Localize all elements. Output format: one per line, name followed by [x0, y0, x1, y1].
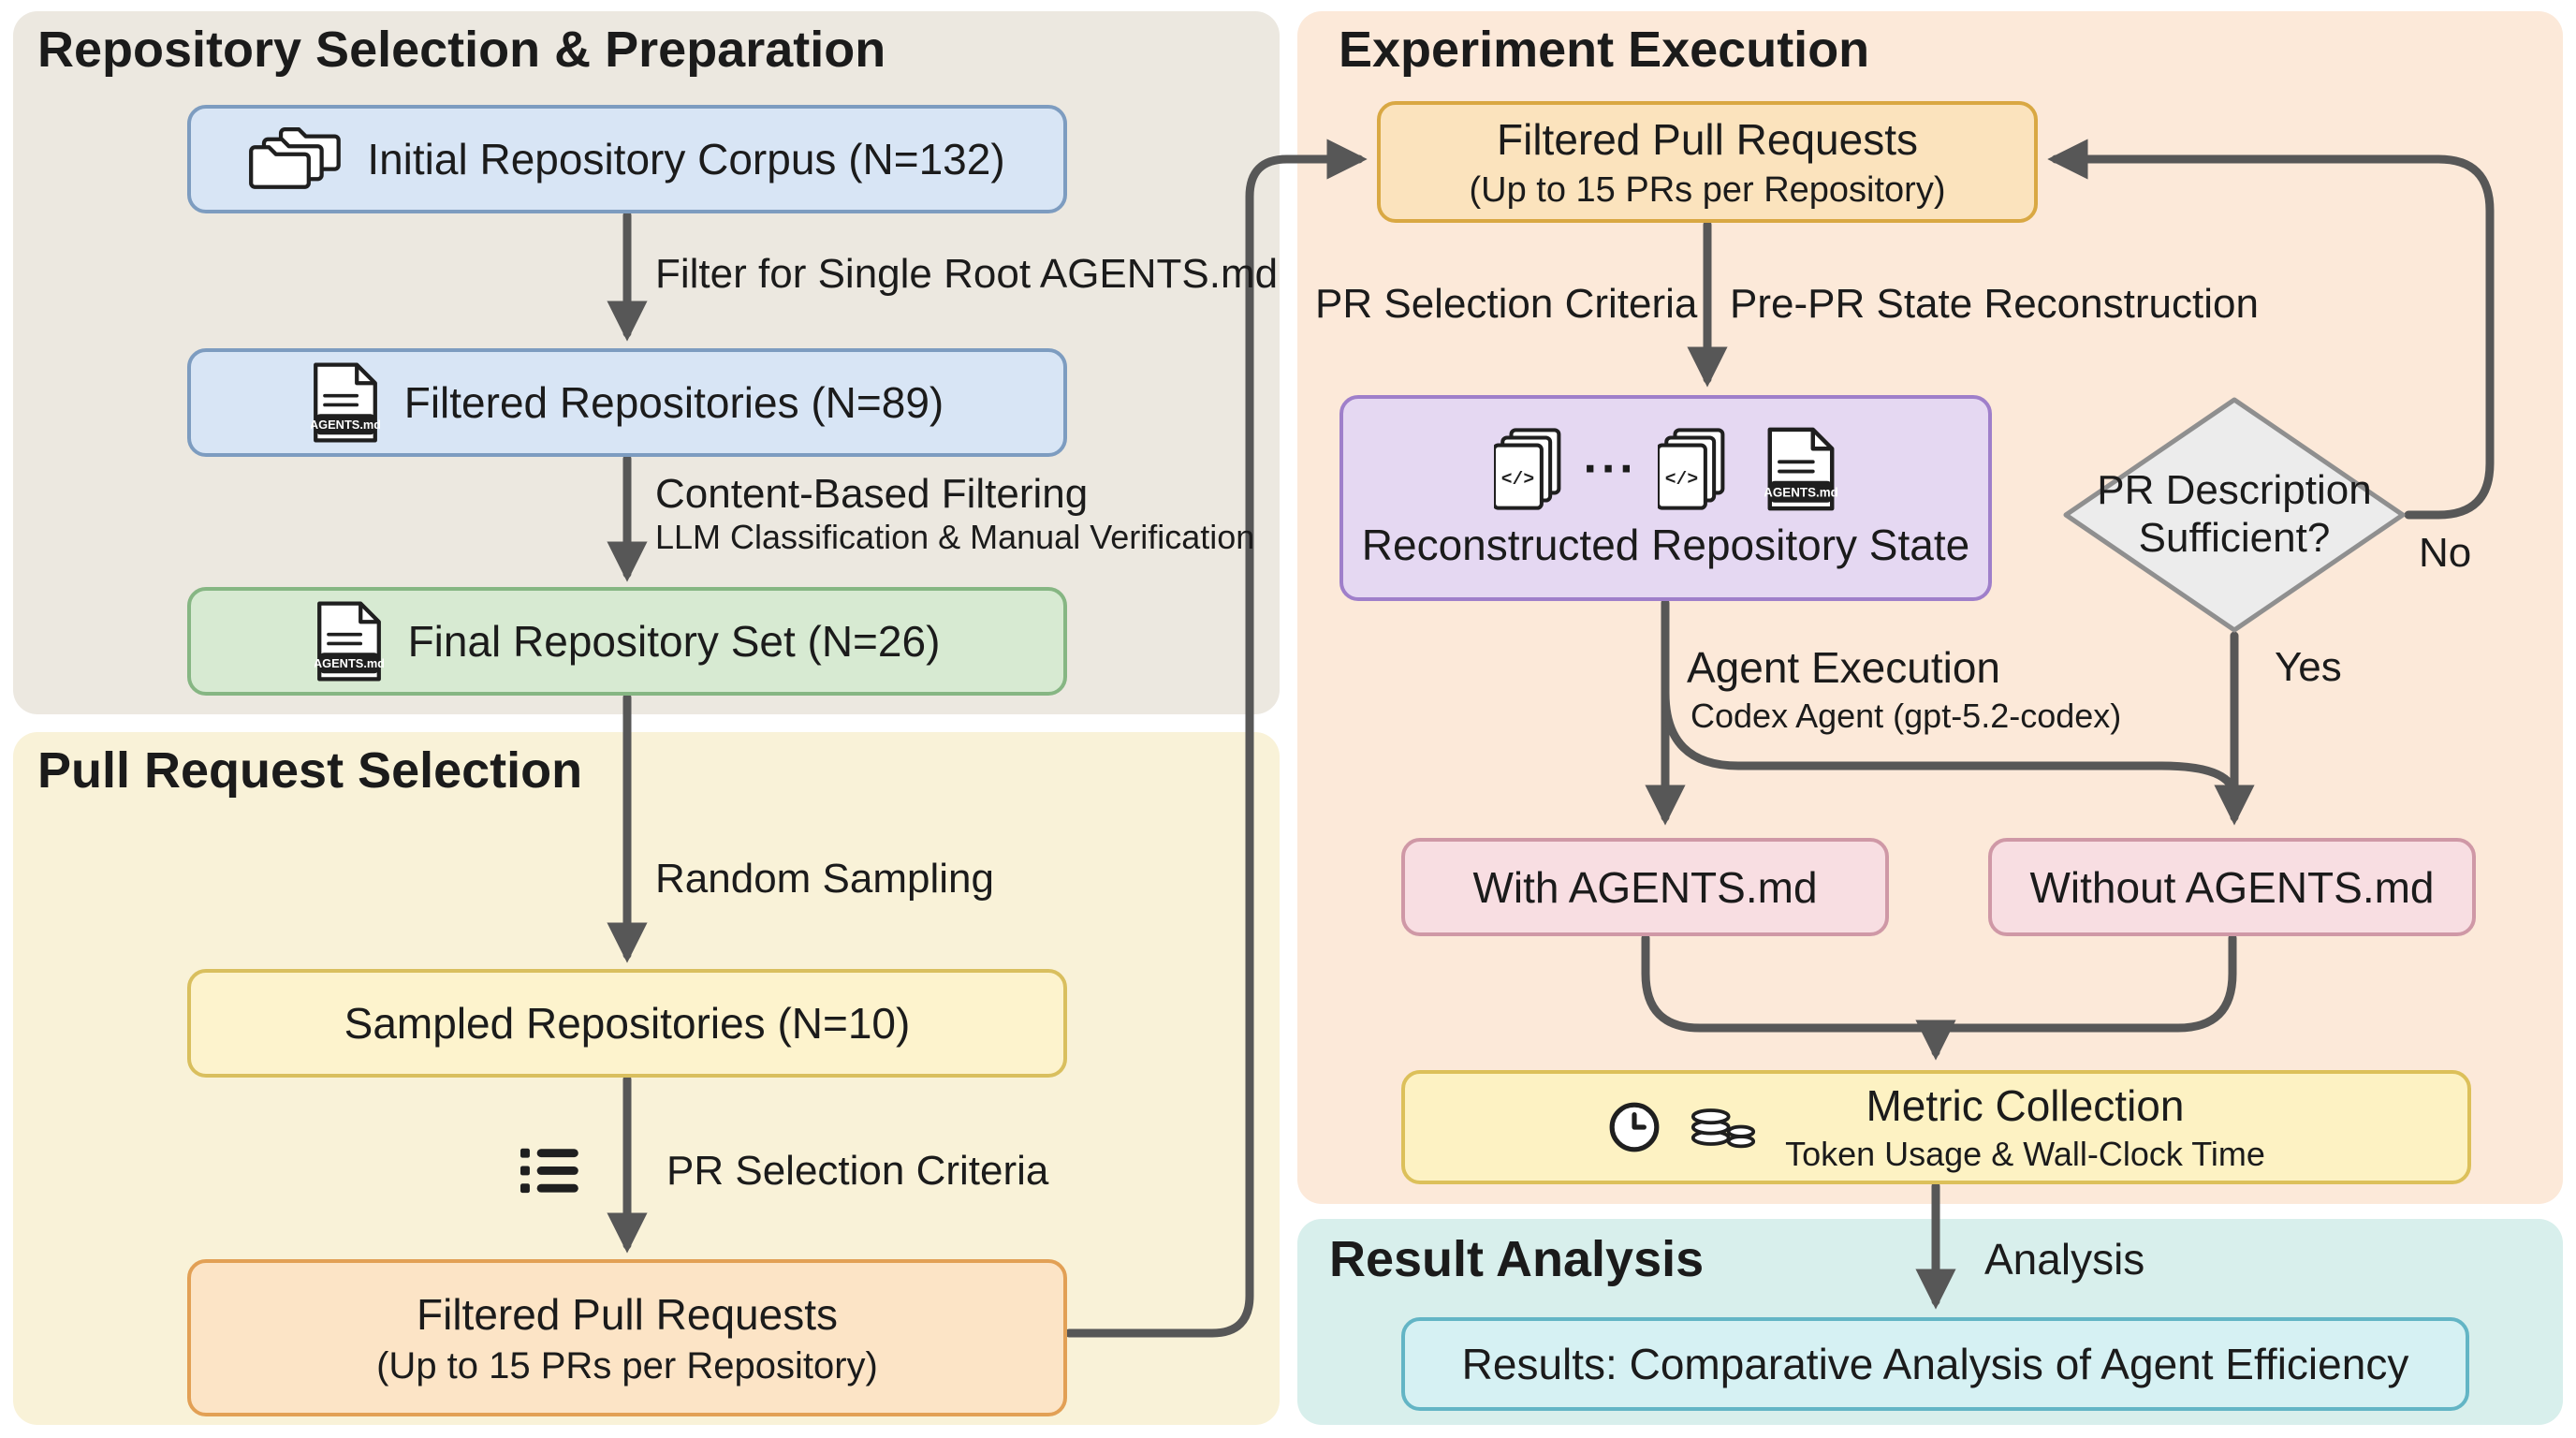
svg-text:AGENTS.md: AGENTS.md: [315, 656, 384, 670]
node-sublabel: Token Usage & Wall-Clock Time: [1785, 1135, 2265, 1173]
label-analysis: Analysis: [1984, 1235, 2145, 1284]
label-filter-single-root: Filter for Single Root AGENTS.md: [655, 251, 1279, 297]
node-label: Without AGENTS.md: [2029, 862, 2435, 912]
coins-icon: [1690, 1108, 1756, 1149]
label-yes: Yes: [2275, 644, 2342, 690]
node-without-agents-md: Without AGENTS.md: [1988, 838, 2476, 936]
node-filtered-pull-requests-left: Filtered Pull Requests (Up to 15 PRs per…: [187, 1259, 1067, 1416]
ellipsis-text: ···: [1583, 442, 1638, 496]
diamond-label-line2: Sufficient?: [2138, 515, 2331, 561]
diamond-label: PR Description Sufficient?: [2062, 396, 2407, 634]
node-label: With AGENTS.md: [1472, 862, 1818, 912]
repository-files-icons: </> ··· </> AGENTS.md: [1493, 426, 1837, 512]
node-pr-description-sufficient: PR Description Sufficient?: [2062, 396, 2407, 634]
node-final-repository-set: AGENTS.md Final Repository Set (N=26): [187, 587, 1067, 696]
node-label: Reconstructed Repository State: [1361, 521, 1970, 569]
node-filtered-repositories: AGENTS.md Filtered Repositories (N=89): [187, 348, 1067, 457]
node-label-line1: Filtered Pull Requests: [417, 1289, 838, 1339]
title-repository-selection: Repository Selection & Preparation: [37, 22, 886, 78]
label-random-sampling: Random Sampling: [655, 856, 994, 902]
label-pre-pr-state-reconstruction: Pre-PR State Reconstruction: [1730, 281, 2259, 327]
node-with-agents-md: With AGENTS.md: [1401, 838, 1889, 936]
diamond-label-line1: PR Description: [2097, 467, 2372, 514]
clock-icon: [1609, 1102, 1660, 1152]
node-results: Results: Comparative Analysis of Agent E…: [1401, 1317, 2469, 1411]
title-experiment-execution: Experiment Execution: [1339, 22, 1870, 78]
checklist-icon: [520, 1148, 578, 1194]
svg-text:</>: </>: [1665, 469, 1698, 490]
code-files-icon: </>: [1658, 428, 1725, 510]
node-initial-corpus: Initial Repository Corpus (N=132): [187, 105, 1067, 213]
title-pull-request-selection: Pull Request Selection: [37, 742, 583, 799]
node-label: Initial Repository Corpus (N=132): [367, 135, 1005, 183]
svg-text:AGENTS.md: AGENTS.md: [1764, 485, 1837, 499]
label-llm-classification: LLM Classification & Manual Verification: [655, 518, 1255, 556]
node-label-line1: Filtered Pull Requests: [1497, 114, 1918, 164]
node-label: Filtered Repositories (N=89): [403, 378, 944, 427]
node-label: Sampled Repositories (N=10): [344, 999, 911, 1048]
code-files-icon: </>: [1493, 428, 1560, 510]
node-label: Results: Comparative Analysis of Agent E…: [1461, 1340, 2409, 1388]
agents-md-file-icon: AGENTS.md: [1764, 427, 1837, 511]
label-pr-selection-criteria-left: PR Selection Criteria: [666, 1148, 1049, 1194]
node-label: Final Repository Set (N=26): [407, 617, 941, 666]
label-pr-selection-criteria-right: PR Selection Criteria: [1315, 281, 1698, 327]
node-label: Metric Collection: [1866, 1081, 2185, 1130]
label-no: No: [2419, 530, 2472, 576]
title-result-analysis: Result Analysis: [1329, 1231, 1705, 1287]
agents-md-file-icon: AGENTS.md: [311, 362, 380, 443]
node-reconstructed-repository-state: </> ··· </> AGENTS.md Reconstructed Repo…: [1339, 395, 1992, 601]
folder-stack-icon: [249, 127, 342, 189]
agents-md-file-icon: AGENTS.md: [315, 601, 384, 682]
label-codex-agent: Codex Agent (gpt-5.2-codex): [1690, 697, 2122, 735]
node-sampled-repositories: Sampled Repositories (N=10): [187, 969, 1067, 1078]
node-label-line2: (Up to 15 PRs per Repository): [376, 1344, 878, 1387]
node-filtered-pull-requests-right: Filtered Pull Requests (Up to 15 PRs per…: [1377, 101, 2038, 223]
label-content-based-filtering: Content-Based Filtering: [655, 471, 1089, 517]
metric-collection-text: Metric Collection Token Usage & Wall-Clo…: [1785, 1080, 2265, 1174]
node-label-line2: (Up to 15 PRs per Repository): [1469, 169, 1946, 210]
node-metric-collection: Metric Collection Token Usage & Wall-Clo…: [1401, 1070, 2471, 1184]
label-agent-execution: Agent Execution: [1687, 643, 2001, 692]
svg-text:</>: </>: [1500, 469, 1533, 490]
svg-text:AGENTS.md: AGENTS.md: [311, 418, 380, 432]
